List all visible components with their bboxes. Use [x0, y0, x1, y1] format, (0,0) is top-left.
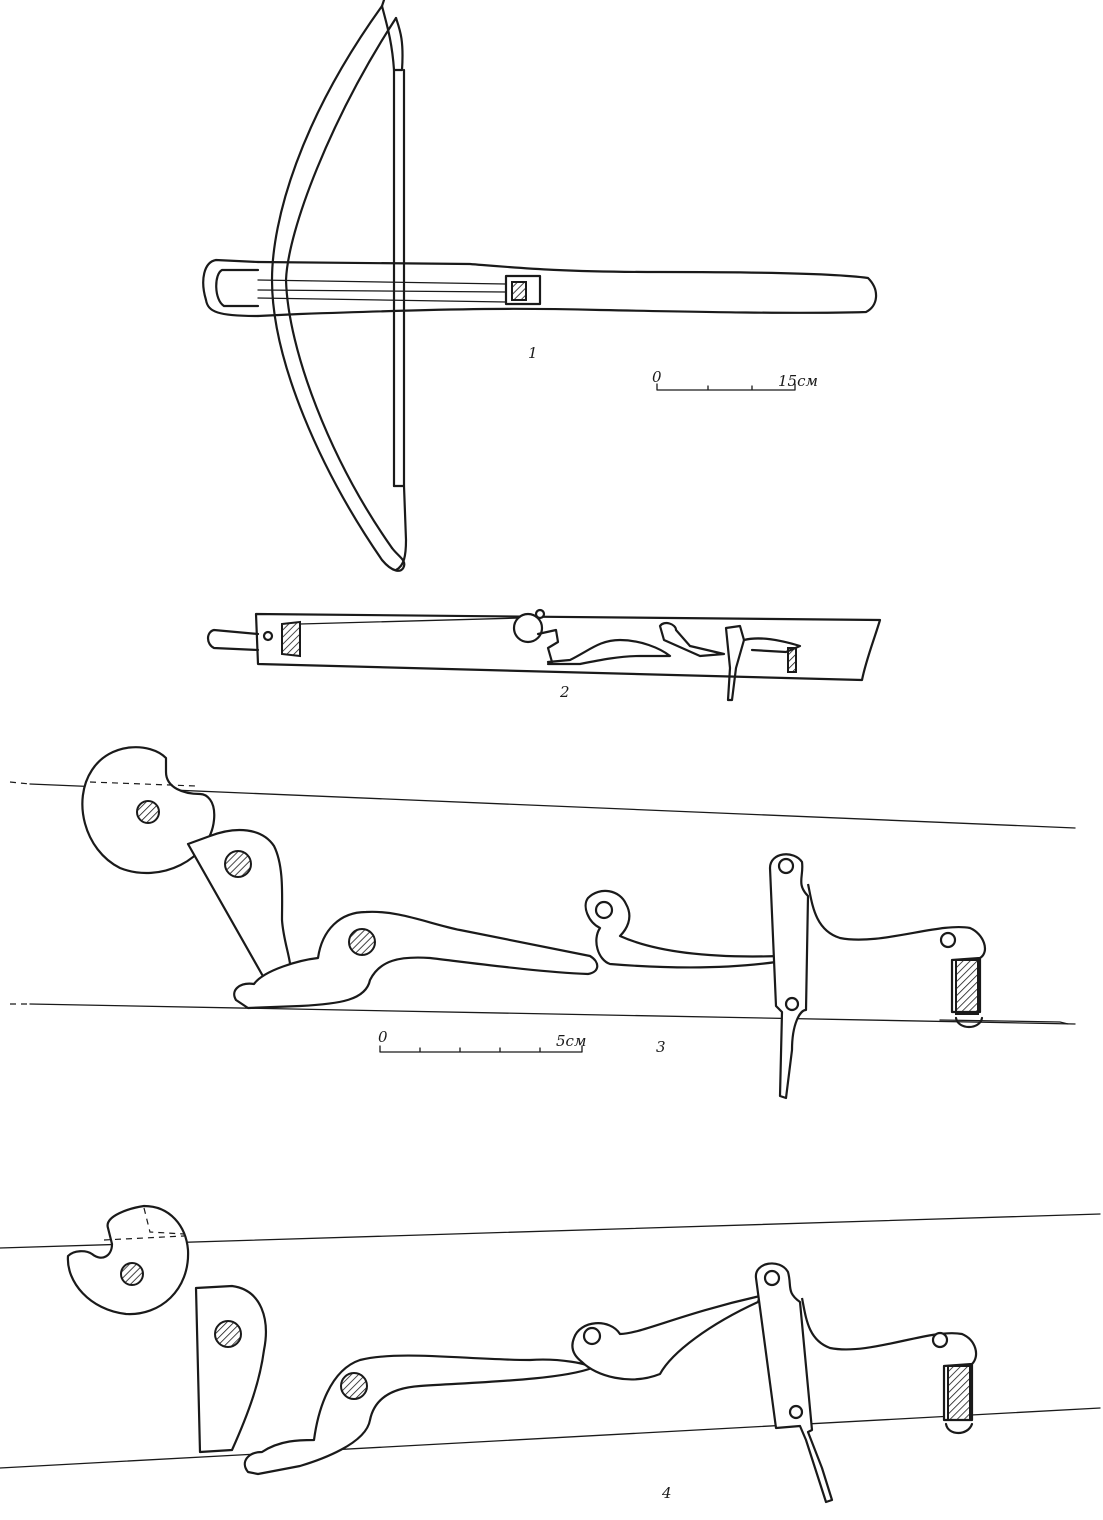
nut-axle	[136, 800, 160, 824]
side-front-block	[281, 620, 301, 658]
scale-bar-3-start: 0	[378, 1028, 388, 1046]
bow-limb-outer	[270, 4, 406, 572]
tiller-side-outline	[254, 612, 882, 682]
scale-bar-figure-3: 0 5см	[378, 1028, 586, 1053]
trigger-lever-released	[754, 1262, 834, 1504]
figure-2-label: 2	[559, 683, 570, 701]
side-nut	[512, 612, 544, 644]
figure-4-mechanism-released: 4	[0, 1204, 1101, 1504]
bow-tip-bottom	[390, 484, 408, 572]
scale-bar-1-end: 15см	[778, 372, 818, 390]
side-trigger	[724, 624, 746, 702]
figure-2-tiller-side-view: 2	[206, 608, 882, 702]
bow-limb-inner	[284, 16, 398, 550]
stock-outline	[256, 260, 878, 318]
sear-released	[194, 1284, 267, 1454]
arrow-groove	[257, 279, 507, 303]
long-lever-released	[243, 1354, 594, 1476]
spring-plate-released	[800, 1297, 978, 1422]
figure-1-crossbow-top-view: 1 0 15см	[202, 0, 878, 572]
side-lever-2	[658, 621, 726, 658]
side-stirrup-handle	[206, 628, 260, 652]
stirrup	[202, 258, 260, 318]
nut-disc-released	[66, 1204, 190, 1316]
scale-bar-1-start: 0	[652, 368, 662, 386]
nut-housing	[504, 274, 542, 306]
scale-bar-figure-1: 0 15см	[652, 368, 818, 391]
spring-plate	[806, 883, 987, 1014]
side-sear	[546, 638, 672, 666]
stock-bottom-line	[29, 1003, 1076, 1025]
figure-3-mechanism-cocked: 3 0 5см	[9, 746, 1076, 1100]
middle-lever	[584, 889, 782, 969]
figure-1-label: 1	[528, 344, 538, 362]
stock-top-line	[29, 783, 1076, 829]
side-lever-1	[536, 628, 560, 664]
bowstring	[392, 68, 406, 488]
nut	[511, 281, 527, 301]
scale-bar-3-end: 5см	[556, 1032, 586, 1050]
screw-block	[955, 959, 979, 1015]
side-spring	[742, 637, 802, 654]
trigger-lever	[768, 853, 810, 1100]
middle-lever-released	[571, 1294, 762, 1381]
figure-3-label: 3	[656, 1038, 666, 1056]
long-lever	[233, 910, 599, 1010]
figure-4-label: 4	[661, 1484, 672, 1502]
stock-bottom-line-4	[0, 1407, 1101, 1469]
